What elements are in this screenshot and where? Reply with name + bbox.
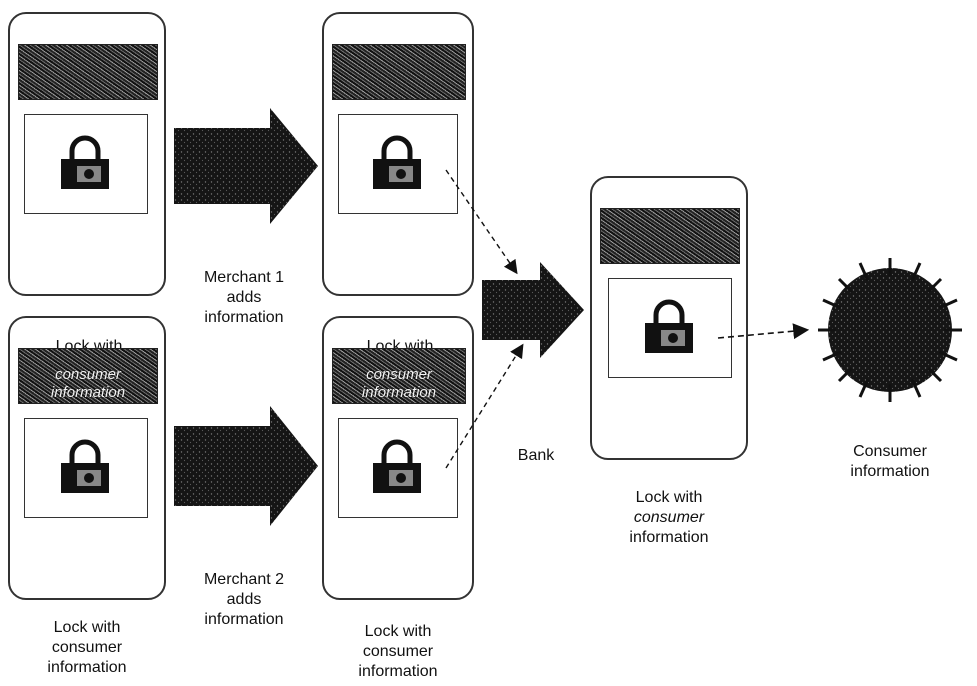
merchant1-line1: Merchant 1 [203, 269, 285, 286]
bank-arrow [482, 262, 584, 358]
connector-bottom-to-bank [445, 343, 524, 469]
merchant2-label: Merchant 2 adds information [176, 570, 312, 630]
bank-result-line3: information [629, 529, 709, 546]
bottom-mid-line3: information [358, 663, 438, 680]
bank-result-line2: consumer [633, 509, 705, 526]
padlock-icon [645, 299, 693, 353]
padlock-icon [373, 439, 421, 493]
padlock-icon [61, 135, 109, 189]
merchant2-line2: adds [226, 591, 262, 608]
bottom-left-label: Lock with consumer information [12, 618, 162, 678]
bottom-left-line2: consumer [51, 639, 123, 656]
banner-texture: consumer information [332, 348, 466, 404]
padlock-icon [61, 439, 109, 493]
banner-text-line: consumer [55, 366, 121, 383]
card-bank-result [590, 176, 748, 460]
bottom-mid-label: Lock with consumer information [322, 622, 474, 682]
lock-frame [24, 114, 148, 214]
banner-texture [600, 208, 740, 264]
bank-result-label: Lock with consumer information [594, 488, 744, 548]
card-original-top [8, 12, 166, 296]
lock-frame [338, 418, 458, 518]
merchant2-arrow [174, 406, 318, 526]
merchant1-arrow [174, 108, 318, 224]
merchant1-label: Merchant 1 adds information [176, 268, 312, 328]
banner-text-line: information [50, 384, 126, 401]
banner-text-line: consumer [366, 366, 432, 383]
bottom-left-line3: information [47, 659, 127, 676]
merchant2-line1: Merchant 2 [203, 571, 285, 588]
consumer-line2: information [850, 463, 930, 480]
merchant1-line2: adds [226, 289, 262, 306]
banner-text-line: information [361, 384, 437, 401]
lock-frame [338, 114, 458, 214]
banner-texture: consumer information [18, 348, 158, 404]
bottom-mid-line1: Lock with [364, 623, 432, 640]
connector-to-consumer [717, 323, 810, 340]
merchant1-line3: information [204, 309, 284, 326]
lock-frame [608, 278, 732, 378]
merchant2-line3: information [204, 611, 284, 628]
padlock-icon [373, 135, 421, 189]
bank-result-line1: Lock with [635, 489, 703, 506]
card-merchant1-result [322, 12, 474, 296]
banner-texture [332, 44, 466, 100]
consumer-starburst-icon [818, 258, 962, 402]
consumer-line1: Consumer [853, 443, 927, 460]
banner-texture [18, 44, 158, 100]
bottom-left-line1: Lock with [53, 619, 121, 636]
card-merchant2-result: Lock with consumer information [322, 316, 474, 600]
bank-label-text: Bank [517, 447, 555, 464]
consumer-label: Consumer information [820, 442, 960, 482]
lock-frame [24, 418, 148, 518]
connector-top-to-bank [445, 169, 518, 275]
bottom-mid-line2: consumer [362, 643, 434, 660]
card-consumer-bottom: Lock with consumer information [8, 316, 166, 600]
bank-label: Bank [496, 446, 576, 466]
